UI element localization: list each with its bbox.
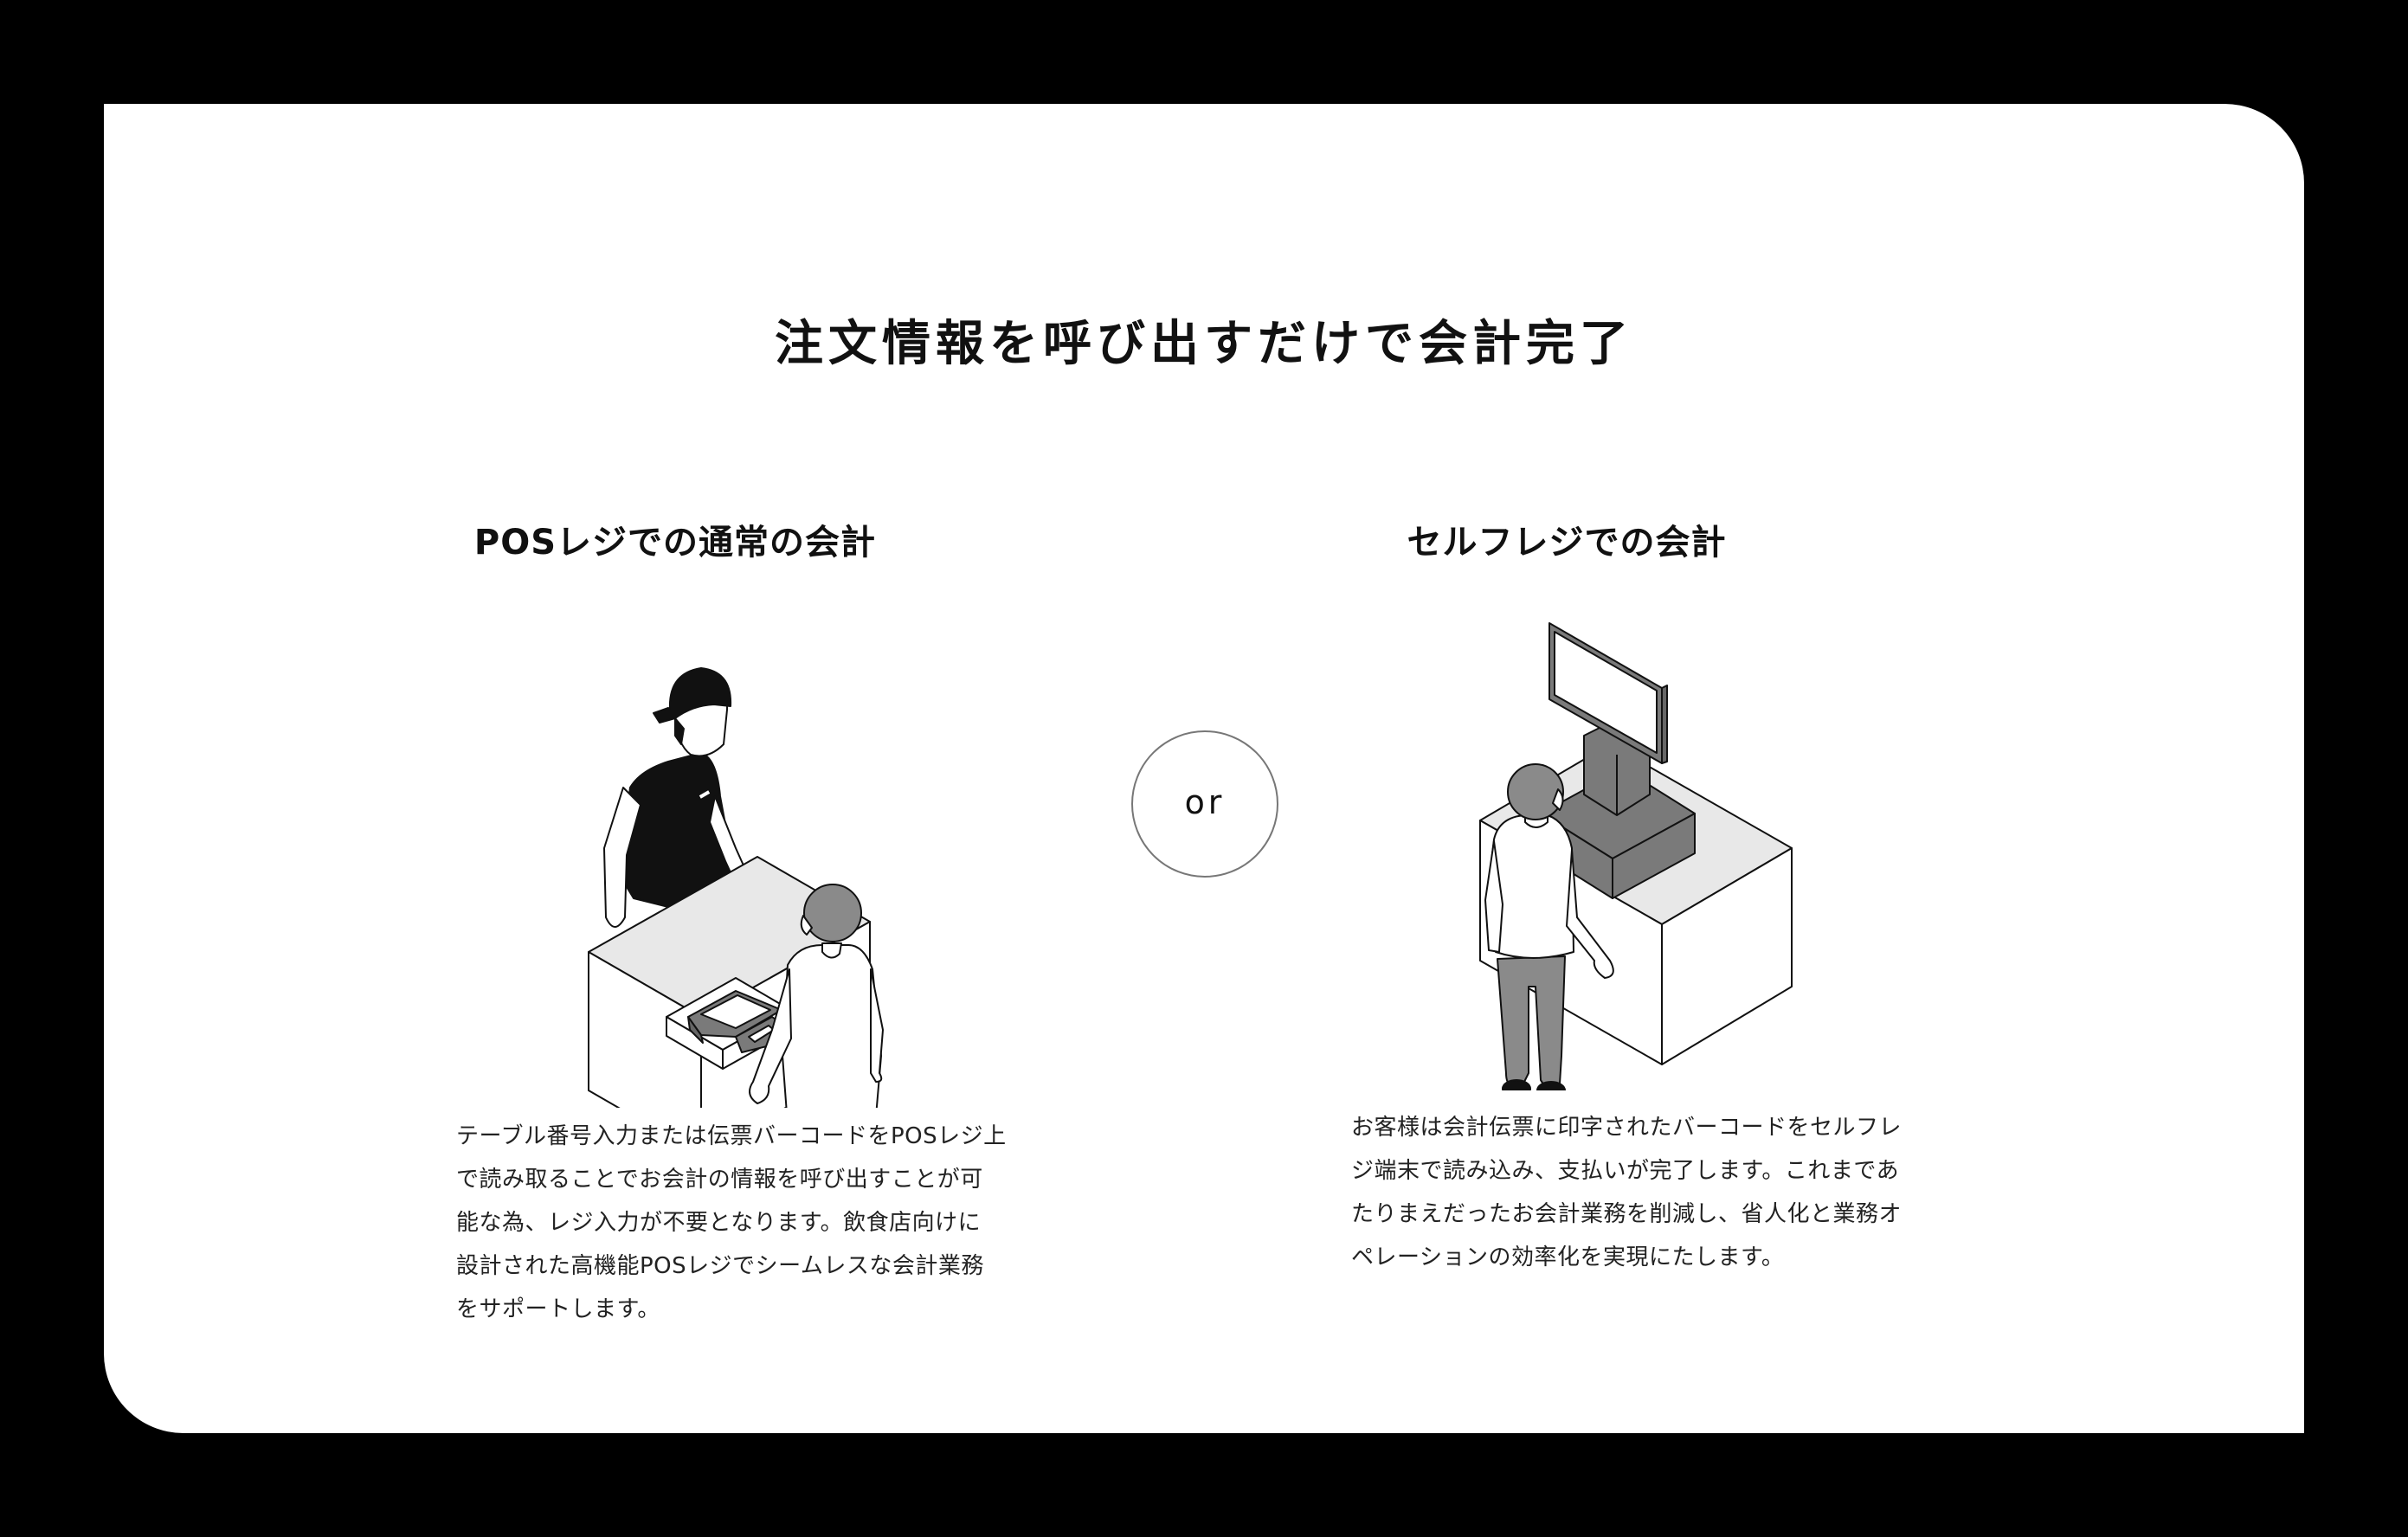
self-checkout-description: お客様は会計伝票に印字されたバーコードをセルフレ ジ端末で読み込み、支払いが完了… [1351,1106,1957,1279]
pos-register-title: POSレジでの通常の会計 [473,523,877,563]
description-line: テーブル番号入力または伝票バーコードをPOSレジ上 [456,1123,1007,1149]
pos-register-description: テーブル番号入力または伝票バーコードをPOSレジ上 で読み取ることでお会計の情報… [456,1115,1053,1331]
self-checkout-illustration [1445,606,1844,1100]
description-line: ジ端末で読み込み、支払いが完了します。これまであ [1351,1158,1900,1184]
description-line: で読み取ることでお会計の情報を呼び出すことが可 [456,1167,983,1193]
description-line: たりまえだったお会計業務を削減し、省人化と業務オ [1351,1201,1903,1227]
description-line: 設計された高機能POSレジでシームレスな会計業務 [456,1253,984,1279]
or-separator: or [1131,730,1278,878]
self-checkout-title: セルフレジでの会計 [1407,523,1727,563]
description-line: をサポートします。 [456,1296,660,1322]
or-label: or [1184,783,1226,821]
description-line: お客様は会計伝票に印字されたバーコードをセルフレ [1351,1115,1903,1141]
pos-register-illustration [571,623,917,1283]
page-title: 注文情報を呼び出すだけで会計完了 [775,316,1633,372]
description-line: ペレーションの効率化を実現にたします。 [1351,1244,1785,1270]
self-checkout-kiosk-image [1479,622,1793,1100]
description-line: 能な為、レジ入力が不要となります。飲食店向けに [456,1210,982,1236]
pos-counter-image [588,667,884,1283]
content-card: 注文情報を呼び出すだけで会計完了 POSレジでの通常の会計 [104,104,2304,1433]
